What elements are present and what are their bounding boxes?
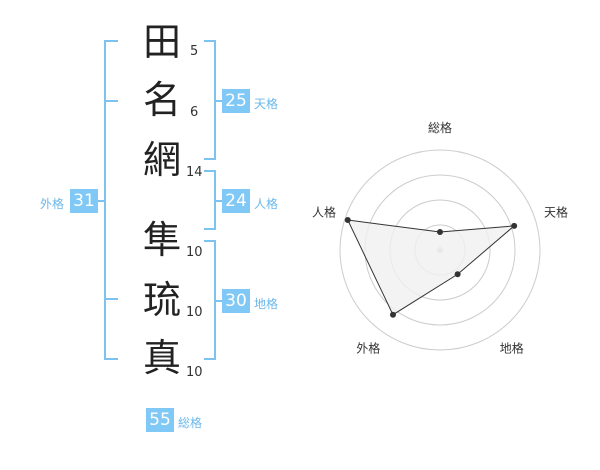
- chikaku-badge: 30: [222, 289, 250, 313]
- radar-axis-label-3: 外格: [356, 341, 380, 356]
- stroke-count-2: 6: [190, 105, 199, 120]
- radar-polygon: [346, 219, 516, 316]
- radar-ring-4: [339, 149, 541, 351]
- radar-point-0: [437, 229, 443, 235]
- kanji-char-3: 網: [142, 138, 181, 182]
- jinkaku-label: 人格: [254, 197, 279, 211]
- stroke-count-4: 10: [186, 245, 203, 260]
- soukaku-label: 総格: [178, 416, 203, 430]
- kanji-char-6: 真: [142, 336, 181, 380]
- tenkaku-badge: 25: [222, 89, 250, 113]
- radar-axis-label-1: 天格: [544, 204, 568, 219]
- tenkaku-label: 天格: [254, 97, 279, 111]
- radar-axis-label-2: 地格: [500, 341, 524, 356]
- kanji-char-4: 隼: [142, 218, 181, 262]
- stroke-count-3: 14: [186, 165, 203, 180]
- radar-point-4: [344, 217, 351, 224]
- gaikaku-badge: 31: [70, 189, 98, 213]
- kanji-char-5: 琉: [142, 278, 181, 322]
- stroke-count-6: 10: [186, 365, 203, 380]
- jinkaku-badge: 24: [222, 189, 250, 213]
- gaikaku-label: 外格: [40, 197, 65, 211]
- chikaku-label: 地格: [254, 297, 279, 311]
- stroke-count-1: 5: [190, 44, 199, 59]
- soukaku-badge: 55: [146, 408, 174, 432]
- kanji-char-2: 名: [142, 78, 181, 122]
- radar-axis-label-0: 総格: [428, 120, 452, 135]
- kanji-char-1: 田: [142, 20, 181, 64]
- radar-point-3: [389, 311, 396, 318]
- radar-point-2: [454, 271, 461, 278]
- radar-axis-label-4: 人格: [312, 204, 336, 219]
- stroke-count-5: 10: [186, 305, 203, 320]
- radar-point-1: [511, 222, 518, 229]
